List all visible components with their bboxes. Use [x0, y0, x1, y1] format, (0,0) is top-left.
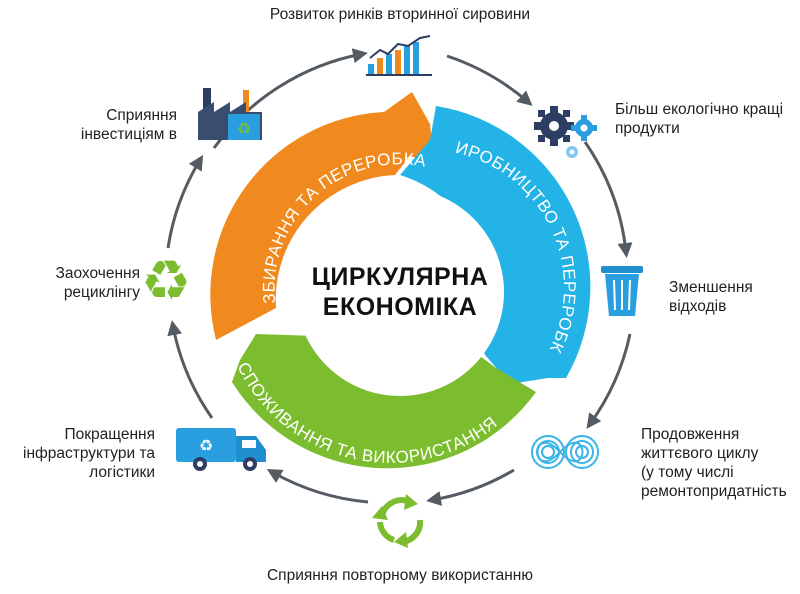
- label-secondary-materials-market: Розвиток ринків вторинної сировини: [269, 6, 531, 23]
- reuse-arrows-icon: [372, 494, 424, 548]
- recycling-truck-icon: ♻: [176, 428, 266, 471]
- label-infrastructure-logistics: Покращення інфраструктури та логістики: [23, 426, 155, 481]
- label-greener-products: Більш екологічно кращі продукти: [615, 101, 784, 137]
- trash-bin-icon: [601, 266, 643, 316]
- gears-icon: [534, 106, 597, 158]
- svg-text:♻: ♻: [199, 436, 213, 455]
- infinity-icon: [531, 435, 599, 469]
- svg-text:♻: ♻: [141, 249, 191, 314]
- recycle-icon: ♻: [141, 249, 191, 314]
- label-recycling-encouragement: Заохочення рециклінгу: [55, 265, 141, 301]
- segment-production: [400, 106, 591, 384]
- cycle-ring: [166, 48, 633, 506]
- bar-chart-icon: [366, 35, 432, 76]
- segment-collection: [210, 92, 434, 340]
- label-lifecycle-extension: Продовження життєвого циклу (у тому числ…: [641, 426, 787, 500]
- label-waste-reduction: Зменшення відходів: [669, 279, 753, 315]
- center-title: ЦИРКУЛЯРНА ЕКОНОМІКА: [311, 263, 489, 321]
- factory-icon: ♻: [198, 88, 262, 140]
- label-reuse-promotion: Сприяння повторному використанню: [266, 567, 533, 584]
- label-investment-promotion: Сприяння інвестиціям в: [80, 107, 177, 143]
- center-circle: [296, 188, 504, 396]
- svg-text:♻: ♻: [237, 119, 251, 138]
